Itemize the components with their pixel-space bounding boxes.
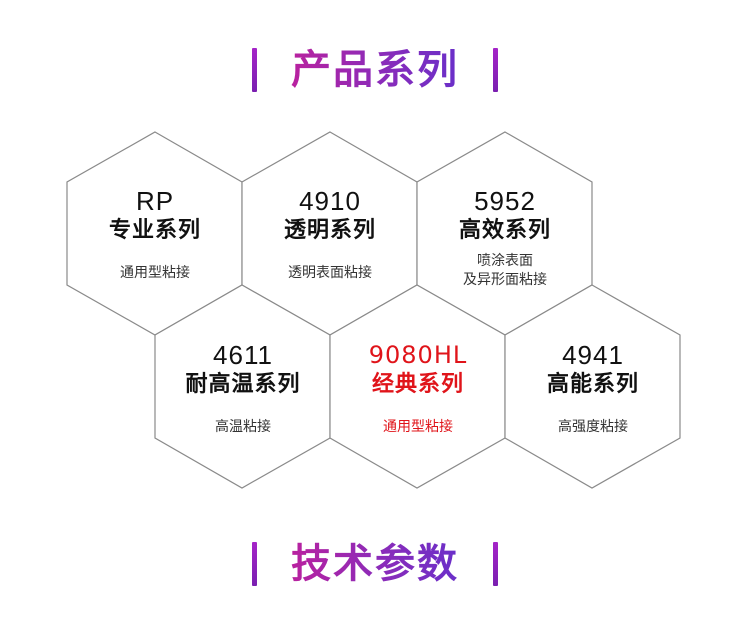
hex-4941 xyxy=(504,284,681,489)
product-4910: 4910 透明系列 透明表面粘接 xyxy=(242,186,418,283)
header-right-bar xyxy=(493,48,498,92)
products-title: 产品系列 xyxy=(291,40,459,100)
product-name: 高效系列 xyxy=(458,218,551,243)
products-section-header: 产品系列 xyxy=(0,40,750,100)
product-name: 透明系列 xyxy=(283,218,376,243)
product-desc: 通用型粘接 xyxy=(383,419,453,435)
product-9080hl: 9080HL 经典系列 通用型粘接 xyxy=(330,340,506,437)
product-4941: 4941 高能系列 高强度粘接 xyxy=(505,340,681,437)
product-name: 耐高温系列 xyxy=(185,372,301,397)
product-code: 9080HL xyxy=(368,341,468,369)
product-desc: 通用型粘接 xyxy=(120,265,190,281)
header-left-bar xyxy=(252,542,257,586)
product-code: 5952 xyxy=(474,186,536,216)
product-code: 4611 xyxy=(213,340,273,370)
product-code: 4941 xyxy=(562,340,624,370)
product-desc: 高温粘接 xyxy=(215,419,271,435)
product-desc-line2: 及异形面粘接 xyxy=(463,272,547,288)
product-rp: RP 专业系列 通用型粘接 xyxy=(67,186,243,283)
product-code: RP xyxy=(135,186,175,216)
product-4611: 4611 耐高温系列 高温粘接 xyxy=(155,340,331,437)
specs-section-header: 技术参数 xyxy=(0,534,750,594)
specs-title: 技术参数 xyxy=(291,534,459,594)
header-left-bar xyxy=(252,48,257,92)
product-name: 高能系列 xyxy=(546,372,639,397)
header-right-bar xyxy=(493,542,498,586)
product-name: 经典系列 xyxy=(371,372,464,397)
product-name: 专业系列 xyxy=(108,218,201,243)
product-desc: 喷涂表面 xyxy=(477,253,533,269)
product-desc: 高强度粘接 xyxy=(558,419,628,435)
product-code: 4910 xyxy=(299,186,361,216)
product-5952: 5952 高效系列 喷涂表面 及异形面粘接 xyxy=(417,186,593,290)
product-desc: 透明表面粘接 xyxy=(288,265,372,281)
